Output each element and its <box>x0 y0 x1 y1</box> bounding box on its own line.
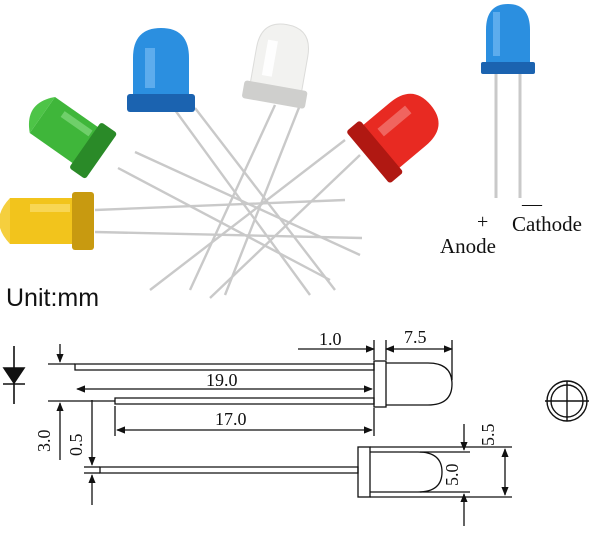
diode-symbol <box>2 346 26 404</box>
led-legs <box>94 104 363 299</box>
end-view-drawing <box>545 380 589 422</box>
side-view-drawing <box>48 340 453 460</box>
body-detail <box>370 451 443 493</box>
dim-short-lead: 17.0 <box>215 409 247 429</box>
lead-detail <box>99 466 359 474</box>
unit-label: Unit:mm <box>6 284 100 312</box>
lead-thickness-drawing <box>84 400 512 526</box>
blue-led <box>127 28 195 112</box>
led-body <box>386 362 453 406</box>
dim-flange-thickness: 1.0 <box>319 329 342 349</box>
red-led <box>347 93 439 183</box>
flange <box>373 360 387 408</box>
dim-lead-thickness: 0.5 <box>66 434 86 457</box>
dim-body-length: 7.5 <box>404 327 427 347</box>
polarity-figure: + — Anode Cathode <box>440 4 582 258</box>
dim-body-diameter: 5.0 <box>442 464 462 487</box>
minus-sign: — <box>521 193 543 215</box>
green-led <box>28 97 117 179</box>
polarity-led <box>481 4 535 74</box>
dim-lead-spacing: 3.0 <box>34 430 54 453</box>
cathode-label: Cathode <box>512 212 582 236</box>
yellow-led <box>0 192 94 250</box>
plus-sign: + <box>477 211 488 233</box>
white-led <box>242 23 309 109</box>
short-lead <box>114 397 375 405</box>
anode-label: Anode <box>440 234 496 258</box>
dim-long-lead: 19.0 <box>206 370 238 390</box>
dim-flange-diameter: 5.5 <box>478 424 498 447</box>
flange-detail <box>357 446 371 498</box>
led-photo <box>0 23 439 299</box>
